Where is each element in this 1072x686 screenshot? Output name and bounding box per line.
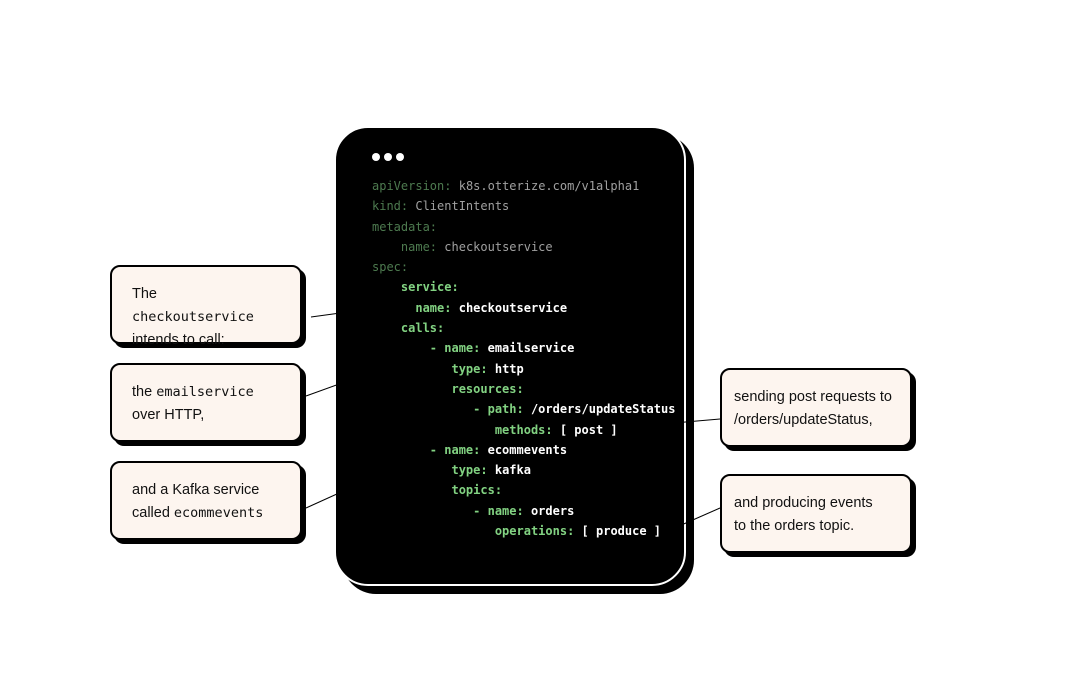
callout-post-requests: sending post requests to /orders/updateS… [720,368,916,451]
code-line: operations: [ produce ] [372,521,675,541]
code-key: name: [444,341,481,356]
code-line: type: http [372,359,675,379]
window-dot-icon [372,153,380,161]
window-dot-icon [384,153,392,161]
code-value: /orders/updateStatus [530,402,676,417]
code-line: apiVersion: k8s.otterize.com/v1alpha1 [372,176,675,196]
window-dots [372,153,404,161]
code-key: name: [400,239,438,254]
code-line: topics: [372,480,675,500]
code-line: - name: ecommevents [372,442,568,457]
code-line: metadata: [372,217,675,237]
code-key: calls: [400,321,445,336]
code-key: metadata: [372,219,438,234]
code-value: ecommevents [487,442,568,457]
code-value: [ post ] [559,422,618,437]
code-value: kafka [494,463,531,478]
code-value: emailservice [487,341,575,356]
code-line: name: checkoutservice [372,298,675,318]
code-line: methods: [ post ] [372,420,675,440]
code-value: k8s.otterize.com/v1alpha1 [458,179,640,193]
code-key: operations: [494,524,575,539]
code-line: calls: [372,318,675,338]
connector-post-requests [616,418,721,429]
code-value: checkoutservice [458,300,568,315]
code-key: name: [444,442,481,457]
connector-checkoutservice [310,307,378,318]
code-key: path: [487,402,524,417]
connector-emailservice [305,356,415,397]
code-line: resources: [372,379,675,399]
callout-produce-events: and producing events to the orders topic… [720,474,916,557]
connector-ecommevents [305,458,415,509]
code-key: name: [415,300,452,315]
code-key: kind: [372,199,409,214]
callout-ecommevents: and a Kafka service called ecommevents [110,461,306,544]
window-dot-icon [396,153,404,161]
code-line: - name: emailservice [372,341,575,356]
code-value: ClientIntents [415,199,510,214]
code-value: checkoutservice [444,239,553,254]
code-line: - path: /orders/updateStatus [372,402,676,417]
code-key: type: [451,361,488,376]
code-key: apiVersion: [372,179,452,193]
code-key: methods: [494,422,553,437]
code-value: orders [530,503,575,518]
code-key: topics: [451,483,503,498]
code-line: name: checkoutservice [372,237,675,257]
service-name: checkoutservice [132,309,254,325]
callout-checkoutservice: The checkoutservice intends to call: [110,265,306,348]
callout-emailservice: the emailservice over HTTP, [110,363,306,446]
code-key: name: [487,503,524,518]
code-line: type: kafka [372,460,675,480]
code-key: spec: [372,260,409,275]
code-line: kind: ClientIntents [372,196,675,216]
code-line: - name: orders [372,503,575,518]
code-key: type: [451,463,488,478]
code-line: service: [372,277,675,297]
code-key: service: [400,280,459,295]
code-value: http [494,361,524,376]
code-line: spec: [372,257,675,277]
service-name: ecommevents [173,505,264,521]
code-value: [ produce ] [581,524,662,539]
code-key: resources: [451,381,524,396]
connector-produce-events [669,507,721,531]
service-name: emailservice [156,384,254,400]
